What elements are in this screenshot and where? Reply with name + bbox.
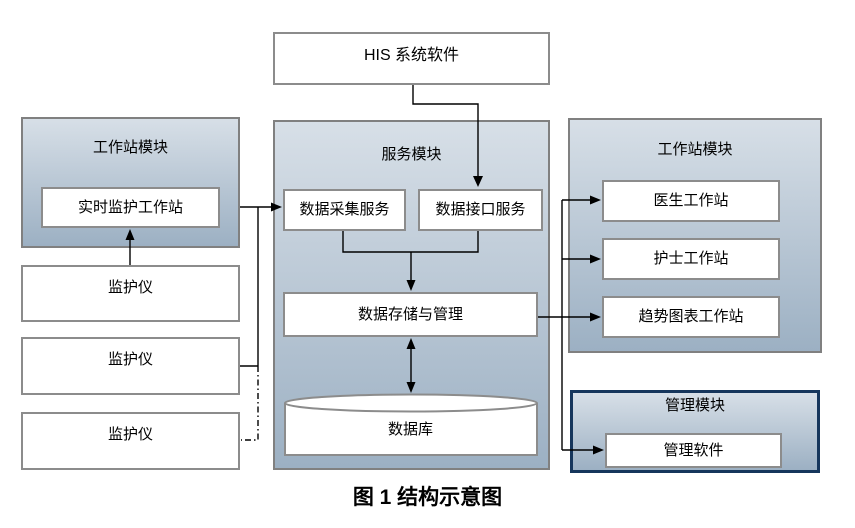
connector-monitor2-junction: [240, 207, 259, 367]
realtime-monitoring-workstation-box: 实时监护工作站: [41, 187, 220, 228]
management-module-title: 管理模块: [664, 397, 725, 414]
connector-monitor3-dashdot: [241, 366, 259, 441]
doctor-workstation-box: 医生工作站: [602, 180, 780, 222]
monitor-box-1: 监护仪: [21, 265, 240, 322]
trend-chart-workstation-box: 趋势图表工作站: [602, 296, 780, 338]
database-label: 数据库: [387, 420, 433, 438]
left-workstation-module: [21, 117, 240, 248]
service-module-title: 服务模块: [381, 146, 442, 163]
figure-caption: 图 1 结构示意图: [352, 486, 503, 509]
management-software-box: 管理软件: [605, 433, 782, 468]
his-system-box: HIS 系统软件: [273, 32, 550, 85]
right-module-title: 工作站模块: [657, 141, 733, 158]
data-collection-service-box: 数据采集服务: [283, 189, 406, 231]
nurse-workstation-box: 护士工作站: [602, 238, 780, 280]
data-storage-management-box: 数据存储与管理: [283, 292, 538, 337]
monitor-box-3: 监护仪: [21, 412, 240, 470]
left-module-title: 工作站模块: [92, 139, 168, 156]
data-interface-service-box: 数据接口服务: [418, 189, 543, 231]
monitor-box-2: 监护仪: [21, 337, 240, 395]
